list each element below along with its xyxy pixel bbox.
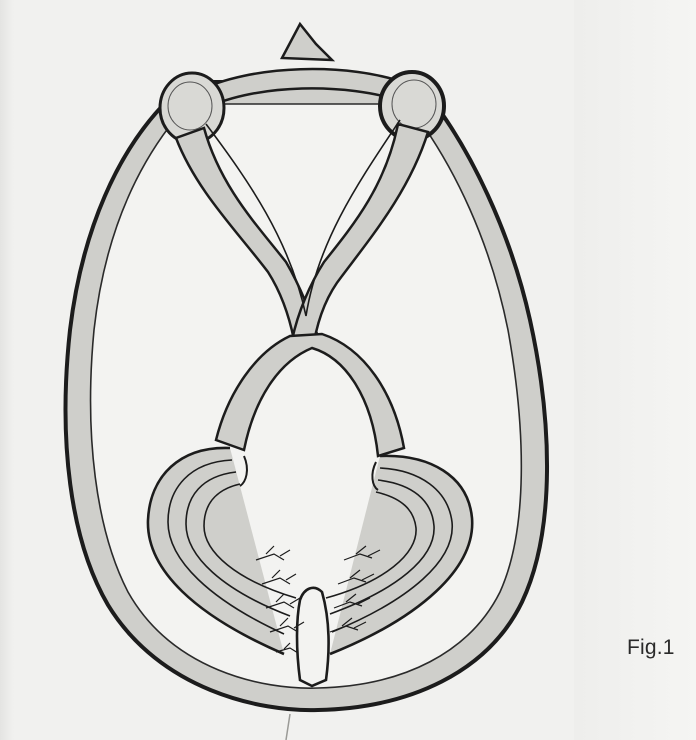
crest-spike [282,24,332,60]
figure-caption: Fig.1 [627,636,675,660]
bottom-stem [286,714,290,740]
central-cleft [297,588,329,686]
